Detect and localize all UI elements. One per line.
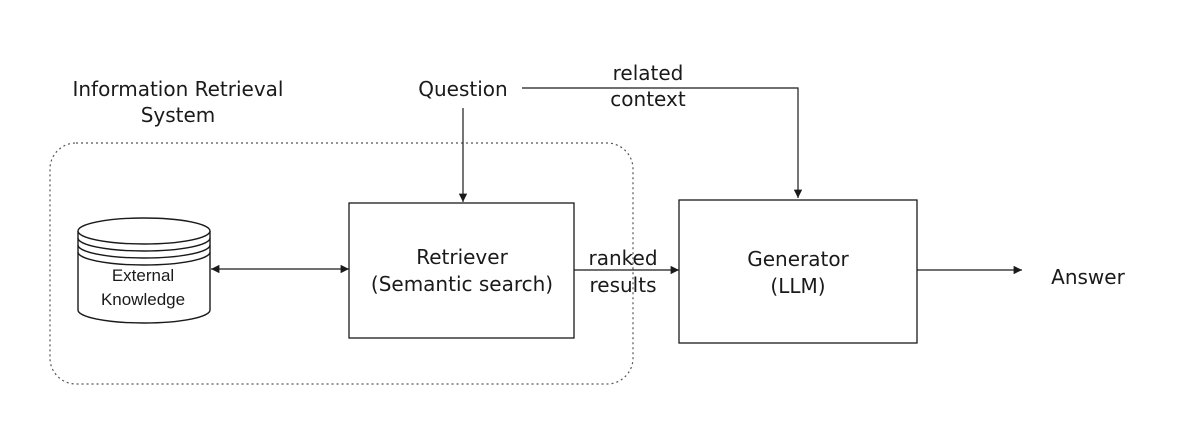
knowledge-label-line1: External bbox=[112, 266, 174, 285]
question-label: Question bbox=[418, 77, 507, 101]
external-knowledge-database bbox=[77, 217, 211, 324]
ranked-results-line1: ranked bbox=[588, 246, 657, 270]
ir-system-boundary bbox=[49, 142, 634, 385]
ir-system-label-line1: Information Retrieval bbox=[72, 77, 283, 101]
related-context-label-line1: related bbox=[613, 61, 684, 85]
generator-subtitle: (LLM) bbox=[770, 274, 825, 298]
generator-box bbox=[678, 199, 918, 344]
retriever-box bbox=[348, 202, 575, 339]
generator-title: Generator bbox=[747, 247, 849, 271]
ranked-results-line2: results bbox=[589, 273, 656, 297]
related-context-label-line2: context bbox=[610, 87, 686, 111]
answer-label: Answer bbox=[1051, 265, 1125, 289]
ir-system-label-line2: System bbox=[141, 103, 216, 127]
question-to-generator-arrow bbox=[522, 87, 803, 198]
knowledge-label-line2: Knowledge bbox=[101, 290, 185, 309]
retriever-title: Retriever bbox=[416, 245, 508, 269]
retriever-subtitle: (Semantic search) bbox=[371, 272, 553, 296]
